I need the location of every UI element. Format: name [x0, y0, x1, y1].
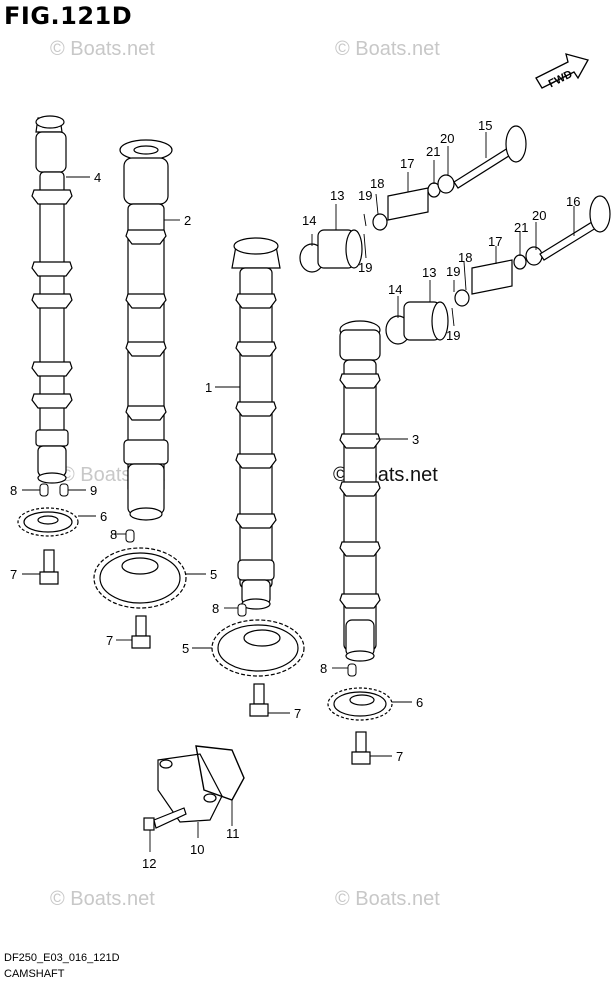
callout-18: 18	[370, 176, 384, 191]
callout-19: 19	[358, 260, 372, 275]
watermark: © Boats.net	[335, 888, 440, 910]
callout-7: 7	[10, 567, 17, 582]
dowel-pin-8	[39, 483, 49, 497]
sprocket-5-right	[211, 619, 305, 677]
watermark: © Boats.net	[335, 38, 440, 60]
callout-19: 19	[446, 328, 460, 343]
bolt-7-d	[351, 731, 371, 765]
watermark: © Boats.net	[50, 38, 155, 60]
callout-8: 8	[320, 661, 327, 676]
camshaft-1	[231, 237, 281, 610]
bolt-7-a	[39, 549, 59, 585]
callout-17: 17	[400, 156, 414, 171]
callout-3: 3	[412, 432, 419, 447]
figure-caption: CAMSHAFT	[4, 968, 65, 980]
bolt-12	[143, 807, 187, 831]
sprocket-5-left	[93, 547, 187, 609]
model-code: DF250_E03_016_121D	[4, 952, 120, 964]
valve-train-lower	[385, 195, 611, 345]
gasket-11	[195, 745, 245, 801]
callout-13: 13	[422, 265, 436, 280]
callout-7: 7	[396, 749, 403, 764]
callout-13: 13	[330, 188, 344, 203]
callout-6: 6	[100, 509, 107, 524]
dowel-pin-8	[237, 603, 247, 617]
dowel-pin-9	[59, 483, 69, 497]
callout-5: 5	[182, 641, 189, 656]
callout-8: 8	[110, 527, 117, 542]
figure-title: FIG.121D	[4, 2, 133, 30]
callout-8: 8	[212, 601, 219, 616]
callout-11: 11	[226, 826, 240, 841]
callout-19: 19	[358, 188, 372, 203]
callout-5: 5	[210, 567, 217, 582]
callout-19: 19	[446, 264, 460, 279]
valve-train-upper	[299, 125, 527, 273]
callout-20: 20	[532, 208, 546, 223]
leader-lines	[22, 132, 575, 852]
dowel-pin-8	[347, 663, 357, 677]
callout-21: 21	[514, 220, 528, 235]
callout-14: 14	[388, 282, 402, 297]
callout-6: 6	[416, 695, 423, 710]
callout-21: 21	[426, 144, 440, 159]
callout-20: 20	[440, 131, 454, 146]
dowel-pin-8	[125, 529, 135, 543]
callout-10: 10	[190, 842, 204, 857]
callout-2: 2	[184, 213, 191, 228]
callout-17: 17	[488, 234, 502, 249]
callout-12: 12	[142, 856, 156, 871]
callout-9: 9	[90, 483, 97, 498]
callout-14: 14	[302, 213, 316, 228]
camshaft-4	[31, 115, 73, 484]
watermark: © Boats.net	[50, 888, 155, 910]
bolt-7-b	[131, 615, 151, 649]
callout-7: 7	[294, 706, 301, 721]
callout-7: 7	[106, 633, 113, 648]
sprocket-6-right	[327, 687, 393, 721]
callout-15: 15	[478, 118, 492, 133]
callout-4: 4	[94, 170, 101, 185]
bolt-7-c	[249, 683, 269, 717]
camshaft-2	[119, 139, 173, 521]
fwd-arrow-icon: FWD	[535, 53, 589, 90]
cover-plate-10	[157, 753, 223, 823]
callout-16: 16	[566, 194, 580, 209]
camshaft-3	[339, 320, 381, 662]
callout-8: 8	[10, 483, 17, 498]
callouts: 4 2 1 3 8 9 6 7 8 5 7 8 5 7 8 6 7 10 11 …	[10, 118, 580, 871]
callout-18: 18	[458, 250, 472, 265]
sprocket-6-left	[17, 507, 79, 537]
callout-1: 1	[205, 380, 212, 395]
